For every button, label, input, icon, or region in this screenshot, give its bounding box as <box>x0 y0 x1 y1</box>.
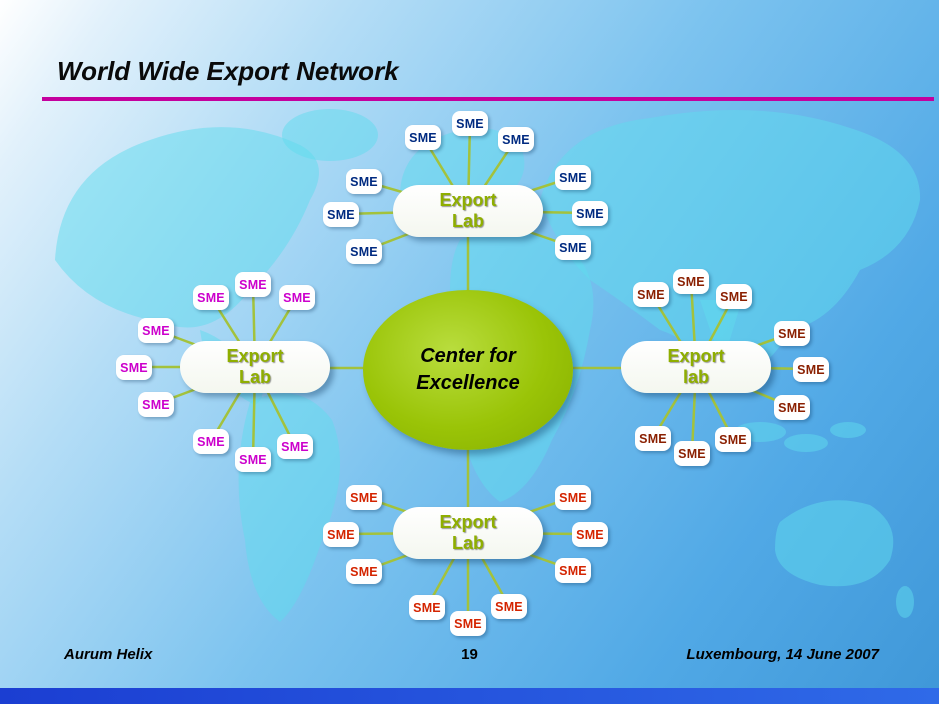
lab-label-line2: Lab <box>451 533 484 553</box>
sme-node: SME <box>323 202 359 227</box>
lab-label-line1: Export <box>439 190 497 211</box>
lab-label-line2: lab <box>682 367 709 387</box>
sme-node: SME <box>279 285 315 310</box>
page-number: 19 <box>461 646 478 663</box>
sme-node: SME <box>346 239 382 264</box>
title-underline <box>42 97 934 101</box>
sme-node: SME <box>235 447 271 472</box>
sme-node: SME <box>555 235 591 260</box>
sme-node: SME <box>774 321 810 346</box>
center-node: Center for Excellence <box>363 290 573 450</box>
sme-node: SME <box>235 272 271 297</box>
sme-node: SME <box>346 559 382 584</box>
sme-node: SME <box>346 169 382 194</box>
sme-node: SME <box>409 595 445 620</box>
sme-node: SME <box>498 127 534 152</box>
sme-node: SME <box>452 111 488 136</box>
lab-label-line1: Export <box>226 346 284 367</box>
lab-label-line2: Lab <box>451 211 484 231</box>
sme-node: SME <box>715 427 751 452</box>
lab-label-line1: Export <box>667 346 725 367</box>
sme-node: SME <box>635 426 671 451</box>
sme-node: SME <box>138 392 174 417</box>
footer-location-date: Luxembourg, 14 June 2007 <box>686 646 879 663</box>
sme-node: SME <box>116 355 152 380</box>
lab-node-left: Export Lab <box>180 341 330 393</box>
sme-node: SME <box>633 282 669 307</box>
lab-node-top: Export Lab <box>393 185 543 237</box>
bottom-accent-bar <box>0 688 939 704</box>
sme-node: SME <box>674 441 710 466</box>
sme-node: SME <box>716 284 752 309</box>
sme-node: SME <box>277 434 313 459</box>
sme-node: SME <box>555 165 591 190</box>
footer-author: Aurum Helix <box>64 646 153 663</box>
sme-node: SME <box>491 594 527 619</box>
center-label-line1: Center for <box>420 345 516 367</box>
sme-node: SME <box>193 285 229 310</box>
center-label-line2: Excellence <box>416 372 520 394</box>
lab-label-line1: Export <box>439 512 497 533</box>
sme-node: SME <box>138 318 174 343</box>
lab-label-line2: Lab <box>238 367 271 387</box>
sme-node: SME <box>450 611 486 636</box>
sme-node: SME <box>774 395 810 420</box>
sme-node: SME <box>555 558 591 583</box>
sme-node: SME <box>323 522 359 547</box>
lab-node-right: Export lab <box>621 341 771 393</box>
sme-node: SME <box>673 269 709 294</box>
sme-node: SME <box>405 125 441 150</box>
sme-node: SME <box>572 522 608 547</box>
sme-node: SME <box>572 201 608 226</box>
lab-node-bottom: Export Lab <box>393 507 543 559</box>
sme-node: SME <box>346 485 382 510</box>
sme-node: SME <box>793 357 829 382</box>
sme-node: SME <box>555 485 591 510</box>
sme-node: SME <box>193 429 229 454</box>
slide-title: World Wide Export Network <box>57 56 399 86</box>
